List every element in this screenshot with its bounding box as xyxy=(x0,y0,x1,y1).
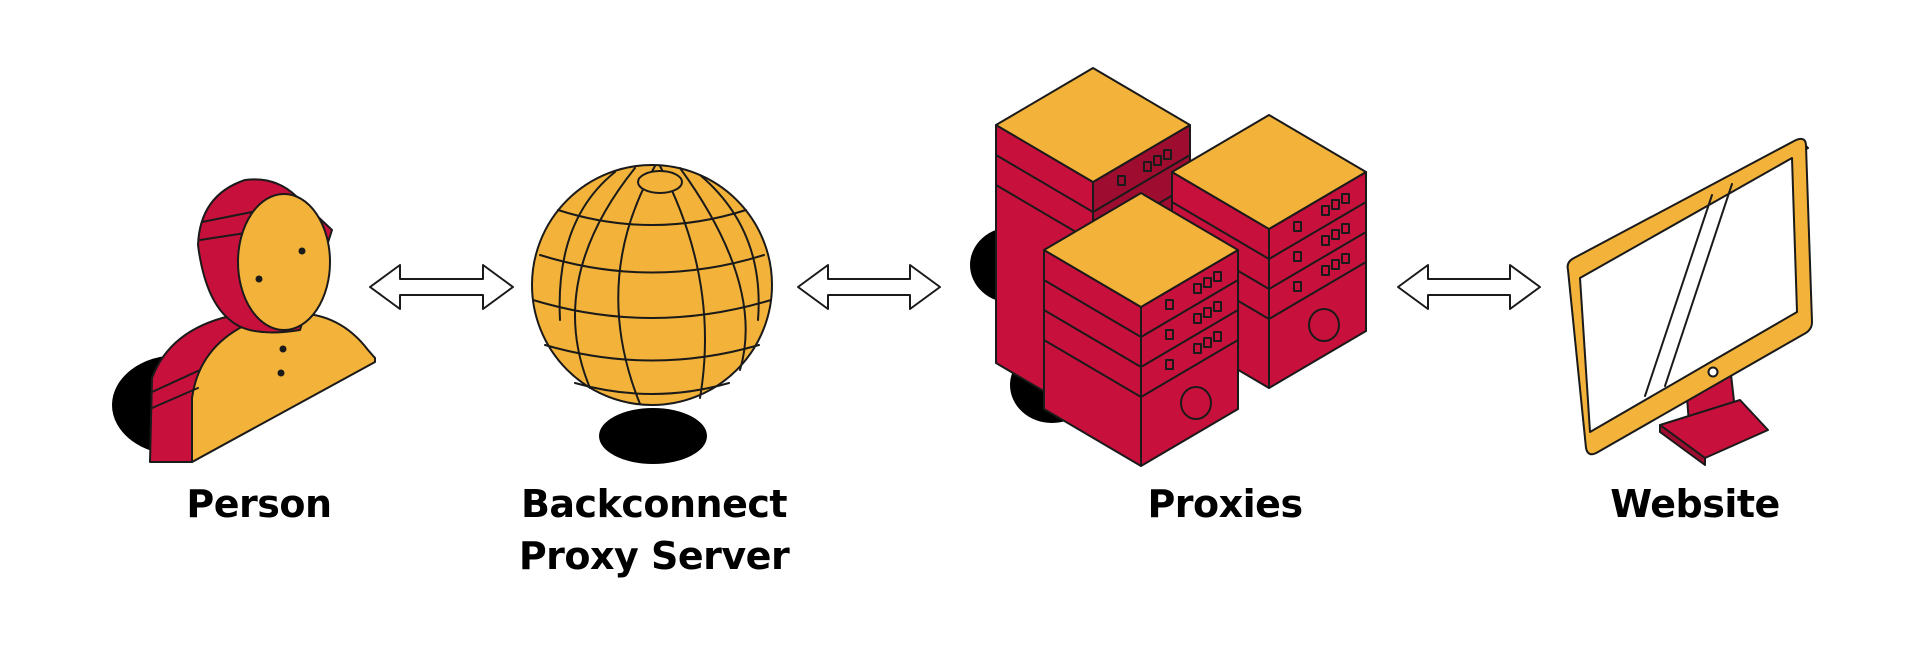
node-label-backconnect-line1: Backconnect xyxy=(520,482,788,526)
server-front-icon xyxy=(1043,192,1239,467)
node-label-website: Website xyxy=(1610,482,1780,526)
globe-icon xyxy=(531,164,773,464)
bidirectional-arrow-backconnect-proxies xyxy=(797,264,941,310)
node-label-person: Person xyxy=(186,482,332,526)
bidirectional-arrow-person-backconnect xyxy=(369,264,514,310)
node-label-backconnect-line2: Proxy Server xyxy=(518,534,790,578)
node-label-proxies: Proxies xyxy=(1147,482,1303,526)
bidirectional-arrow-proxies-website xyxy=(1397,264,1541,310)
monitor-icon xyxy=(1566,137,1813,466)
server-stack-icon xyxy=(970,67,1367,467)
node-label-backconnect: Backconnect Proxy Server xyxy=(484,478,824,582)
person-icon xyxy=(112,178,376,463)
